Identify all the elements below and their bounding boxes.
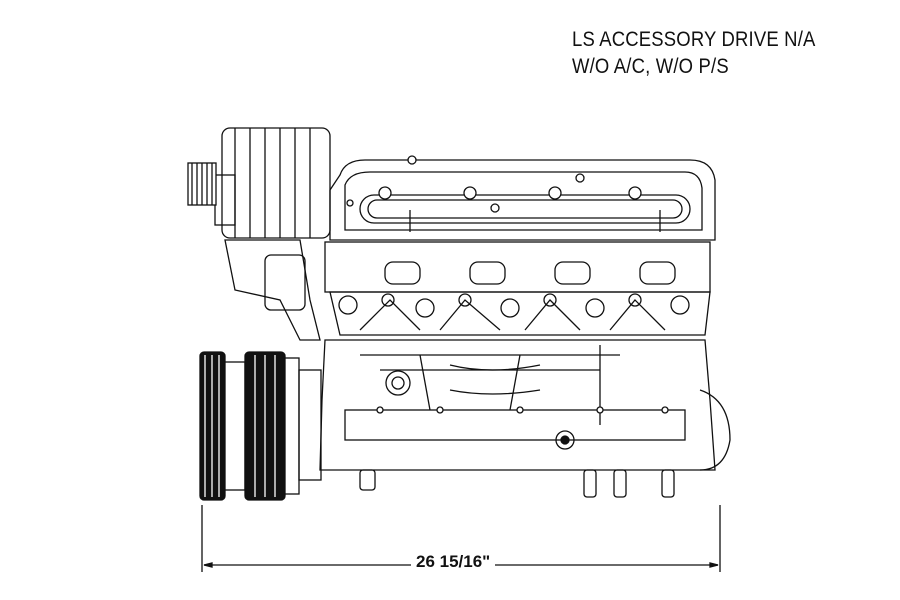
crank-pulley — [199, 351, 322, 501]
title-line-1: LS ACCESSORY DRIVE N/A — [572, 28, 816, 51]
valve-cover — [329, 155, 716, 241]
title-line-2: W/O A/C, W/O P/S — [572, 55, 729, 78]
engine-block — [319, 339, 731, 498]
alternator — [187, 127, 331, 341]
cylinder-head — [324, 241, 711, 336]
drawing-title: LS ACCESSORY DRIVE N/A W/O A/C, W/O P/S — [572, 26, 816, 80]
overall-length-label: 26 15/16" — [411, 552, 496, 572]
